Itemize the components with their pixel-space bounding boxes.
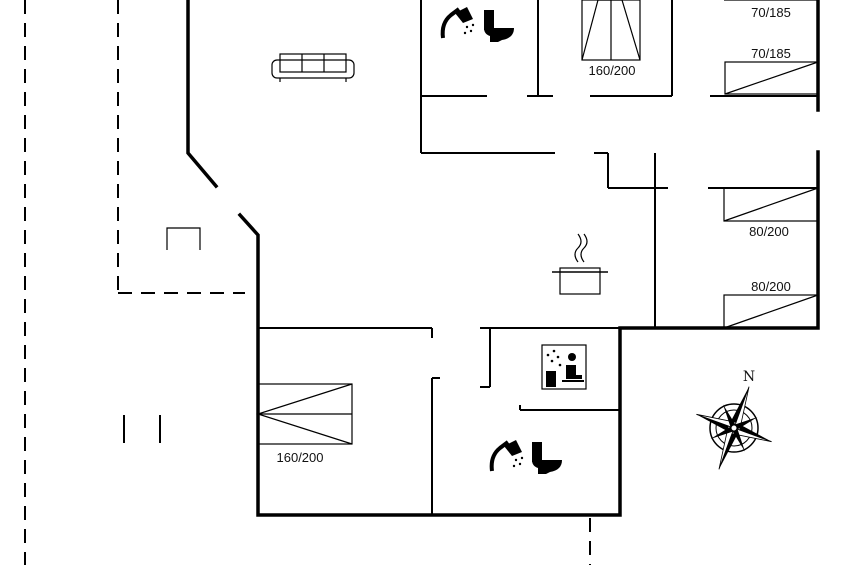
fireplace-symbol — [166, 227, 201, 250]
bed-single-top-2: 70/185 — [724, 46, 819, 95]
shower-icon — [440, 7, 475, 39]
post-marks — [123, 415, 161, 443]
toilet-icon — [532, 442, 562, 474]
bed-label: 160/200 — [277, 450, 324, 465]
compass-north-label: N — [743, 369, 755, 385]
bed-label: 70/185 — [751, 46, 791, 61]
bed-label: 160/200 — [589, 63, 636, 78]
toilet-icon — [484, 10, 514, 42]
interior-walls — [258, 0, 818, 515]
bed-label: 80/200 — [749, 224, 789, 239]
bed-double-bottom: 160/200 — [256, 383, 353, 465]
bed-label: 80/200 — [751, 279, 791, 294]
shower-icon — [489, 440, 524, 472]
exterior-walls — [186, 0, 820, 517]
terrace-outline — [24, 0, 591, 565]
sofa-icon — [271, 53, 355, 82]
compass-rose-icon — [696, 386, 772, 470]
bed-label: 70/185 — [751, 5, 791, 20]
bed-single-right-1: 80/200 — [723, 187, 819, 239]
bed-double-top: 160/200 — [581, 0, 641, 78]
cooking-pot-icon — [552, 233, 608, 295]
bed-single-right-2: 80/200 — [723, 279, 819, 329]
sauna-icon — [541, 344, 587, 390]
bed-single-top-1: 70/185 — [724, 0, 818, 20]
